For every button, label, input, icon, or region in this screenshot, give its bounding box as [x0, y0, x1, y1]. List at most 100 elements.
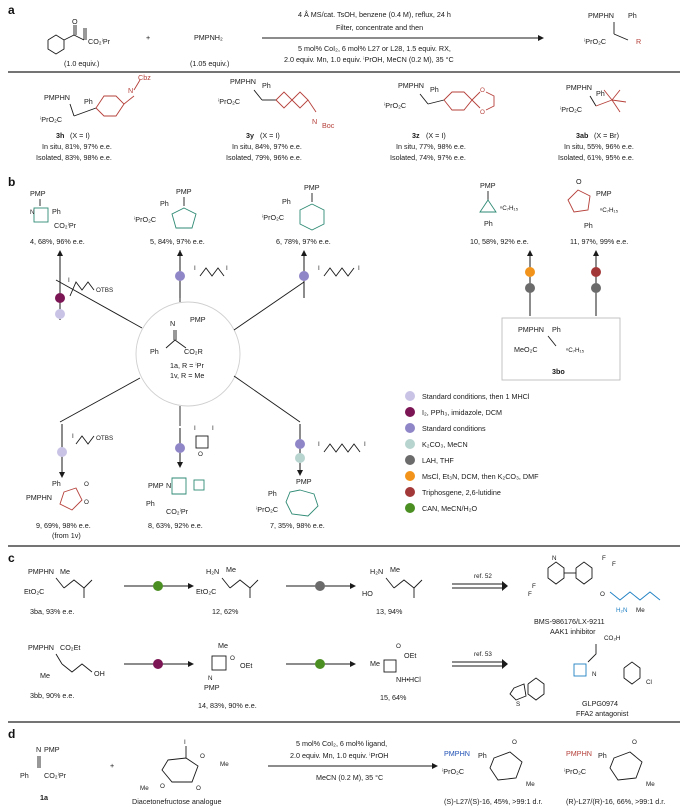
svg-text:PMP: PMP: [480, 181, 496, 190]
sm-3bb-label: 3bb, 90% e.e.: [30, 691, 74, 700]
int-14-label: 14, 83%, 90% e.e.: [198, 701, 257, 710]
svg-text:O: O: [84, 481, 89, 488]
svg-text:S: S: [516, 701, 520, 708]
step-dot-lah: [591, 283, 601, 293]
svg-text:O: O: [480, 87, 485, 94]
step-dot-i2: [153, 659, 163, 669]
svg-text:I: I: [358, 265, 360, 272]
reagent2-equiv: (1.05 equiv.): [190, 59, 229, 68]
svg-text:Me: Me: [40, 671, 50, 680]
svg-text:O: O: [84, 499, 89, 506]
svg-text:Ph: Ph: [84, 97, 93, 106]
step-dot-mscl: [525, 267, 535, 277]
svg-text:PMP: PMP: [190, 315, 206, 324]
step-dot-standard: [299, 271, 309, 281]
step-dot-can: [315, 659, 325, 669]
product-3h-structure: PMPHN Ph ⁱPrO₂C N Cbz: [40, 73, 151, 124]
svg-text:I₂, PPh₃, imidazole, DCM: I₂, PPh₃, imidazole, DCM: [422, 408, 502, 417]
product-3ab-isolated: Isolated, 61%, 95% e.e.: [558, 153, 634, 162]
svg-text:LAH, THF: LAH, THF: [422, 456, 454, 465]
svg-text:O: O: [396, 643, 401, 650]
step-dot-can: [153, 581, 163, 591]
product-5-label: 5, 84%, 97% e.e.: [150, 237, 205, 246]
sm-sugar-label: Diacetonefructose analogue: [132, 797, 222, 806]
svg-text:H₂N: H₂N: [370, 567, 383, 576]
int-12-structure: H₂N Me EtO₂C: [196, 565, 259, 598]
svg-text:PMPHN: PMPHN: [230, 77, 256, 86]
svg-text:ⁱPrO₂C: ⁱPrO₂C: [384, 101, 406, 110]
plus-sign-d: +: [110, 761, 114, 770]
svg-text:PMPHN: PMPHN: [26, 493, 52, 502]
svg-text:N: N: [36, 745, 41, 754]
svg-text:PMPHN: PMPHN: [398, 81, 424, 90]
ref-53: ref. 53: [474, 651, 492, 658]
svg-text:CO₂ⁱPr: CO₂ⁱPr: [54, 221, 77, 230]
svg-text:N: N: [30, 209, 35, 216]
svg-text:ⁱPrO₂C: ⁱPrO₂C: [40, 115, 62, 124]
svg-text:F: F: [602, 555, 606, 562]
svg-text:EtO₂C: EtO₂C: [24, 587, 44, 596]
svg-text:O: O: [160, 783, 165, 790]
svg-text:EtO₂C: EtO₂C: [196, 587, 216, 596]
svg-text:Ph: Ph: [268, 489, 277, 498]
step-dot-triphosgene: [591, 267, 601, 277]
svg-text:MsCl, Et₃N, DCM, then K₂CO₃, D: MsCl, Et₃N, DCM, then K₂CO₃, DMF: [422, 472, 539, 481]
svg-text:PMP: PMP: [30, 189, 46, 198]
sm-3bo-structure: PMPHN Ph MeO₂C ⁿC₇H₁₅: [514, 325, 585, 354]
svg-text:N: N: [170, 319, 175, 328]
int-14-structure: Me O OEt N PMP: [204, 641, 252, 692]
svg-text:CAN, MeCN/H₂O: CAN, MeCN/H₂O: [422, 504, 478, 513]
product-6-label: 6, 78%, 97% e.e.: [276, 237, 331, 246]
svg-text:OEt: OEt: [240, 661, 252, 670]
sm-3bb-structure: PMPHN CO₂Et OH Me: [28, 643, 105, 680]
svg-text:CO₂Et: CO₂Et: [60, 643, 80, 652]
step-dot-standard-hcl: [55, 309, 65, 319]
svg-text:R: R: [636, 37, 641, 46]
product-3h-isolated: Isolated, 83%, 98% e.e.: [36, 153, 112, 162]
conditions-legend: Standard conditions, then 1 MHCl I₂, PPh…: [405, 391, 539, 513]
svg-text:PMP: PMP: [304, 183, 320, 192]
svg-text:PMPHN: PMPHN: [444, 749, 470, 758]
step-dot-i2: [55, 293, 65, 303]
svg-text:Me: Me: [226, 565, 236, 574]
svg-text:CO₂ⁱPr: CO₂ⁱPr: [88, 37, 111, 46]
svg-text:Triphosgene, 2,6-lutidine: Triphosgene, 2,6-lutidine: [422, 488, 501, 497]
starting-ketoester: CO₂ⁱPr O: [47, 17, 111, 55]
svg-text:Me: Me: [60, 567, 70, 576]
svg-text:PMP: PMP: [176, 187, 192, 196]
target-bms-structure: N F F F F O H₂N Me: [528, 555, 661, 614]
svg-text:O: O: [72, 17, 78, 26]
svg-text:Standard conditions, then 1 MH: Standard conditions, then 1 MHCl: [422, 392, 530, 401]
svg-text:PMP: PMP: [148, 481, 164, 490]
svg-text:O: O: [632, 739, 637, 746]
svg-text:Ph: Ph: [628, 11, 637, 20]
svg-text:I: I: [318, 265, 320, 272]
product-3ab-insitu: In situ, 55%, 96% e.e.: [564, 142, 634, 151]
svg-text:HO: HO: [362, 589, 373, 598]
product-3y-structure: PMPHN Ph ⁱPrO₂C N Boc: [218, 77, 335, 130]
svg-text:K₂CO₃, MeCN: K₂CO₃, MeCN: [422, 440, 468, 449]
sm-1a-label: 1a: [40, 793, 49, 802]
product-s16-label: (S)-L27/(S)-16, 45%, >99:1 d.r.: [444, 797, 542, 806]
svg-text:ⁿC₇H₁₅: ⁿC₇H₁₅: [600, 207, 619, 214]
product-10-structure: PMP ⁿC₇H₁₅ Ph: [479, 181, 519, 228]
int-13-label: 13, 94%: [376, 607, 403, 616]
svg-text:H₂N: H₂N: [206, 567, 219, 576]
step-dot-k2co3: [295, 453, 305, 463]
svg-text:CO₂ⁱPr: CO₂ⁱPr: [44, 771, 67, 780]
svg-text:N: N: [312, 117, 317, 126]
product-3z-id: 3z: [412, 131, 420, 140]
svg-text:Me: Me: [370, 659, 380, 668]
svg-text:Me: Me: [526, 781, 535, 788]
svg-text:I: I: [194, 265, 196, 272]
product-3y-x: (X = I): [260, 131, 280, 140]
svg-text:O: O: [480, 109, 485, 116]
product-7-label: 7, 35%, 98% e.e.: [270, 521, 325, 530]
svg-text:Me: Me: [646, 781, 655, 788]
target-glpg-structure: CO₂H N Cl S: [509, 635, 652, 708]
svg-text:OTBS: OTBS: [96, 435, 113, 442]
svg-text:Ph: Ph: [160, 199, 169, 208]
svg-text:N: N: [208, 675, 213, 682]
svg-text:PMPHN: PMPHN: [28, 643, 54, 652]
svg-text:I: I: [194, 425, 196, 432]
